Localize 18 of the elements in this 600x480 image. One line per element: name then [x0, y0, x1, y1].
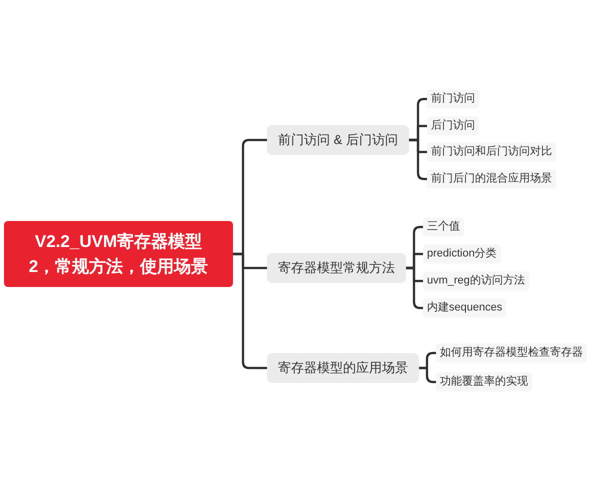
branch-topic: 前门访问 & 后门访问 — [267, 125, 409, 155]
branch-topic: 寄存器模型的应用场景 — [267, 353, 419, 383]
subtopic: prediction分类 — [423, 244, 501, 264]
subtopic: 功能覆盖率的实现 — [436, 372, 532, 392]
central-topic: V2.2_UVM寄存器模型2，常规方法，使用场景 — [4, 221, 233, 287]
subtopic: uvm_reg的访问方法 — [423, 272, 529, 290]
branch-topic: 寄存器模型常规方法 — [267, 253, 406, 283]
connector-line — [406, 266, 423, 310]
subtopic: 前门访问 — [427, 90, 479, 108]
subtopic: 后门访问 — [427, 116, 479, 136]
subtopic: 前门后门的混合应用场景 — [427, 170, 556, 188]
connector-line — [233, 252, 267, 370]
subtopic: 内建sequences — [423, 298, 506, 318]
subtopic: 前门访问和后门访问对比 — [427, 142, 556, 162]
connector-line — [419, 366, 436, 384]
subtopic: 如何用寄存器模型检查寄存器 — [436, 344, 587, 362]
subtopic: 三个值 — [423, 218, 464, 236]
connector-line — [408, 138, 427, 180]
